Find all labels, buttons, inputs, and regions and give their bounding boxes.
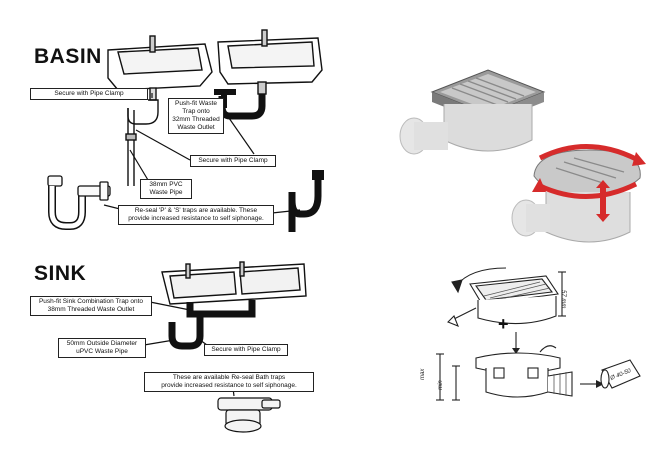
callout-upvc-pipe: 50mm Outside Diameter uPVC Waste Pipe <box>58 338 146 358</box>
sink-trap <box>168 300 256 350</box>
basin-heading: BASIN <box>34 45 102 68</box>
callout-pushfit-trap: Push-fit Waste Trap onto 32mm Threaded W… <box>168 98 224 134</box>
black-s-trap <box>218 94 266 120</box>
dim-max-label: max <box>420 368 426 380</box>
basin-left-illustration <box>107 35 213 186</box>
pipe-end-drawing <box>600 359 641 389</box>
dim-height-label: 57 mm <box>560 290 566 309</box>
callout-reseal-traps: Re-seal 'P' & 'S' traps are available. T… <box>118 205 274 225</box>
sink-illustration <box>161 261 307 305</box>
callout-sink-combination-trap: Push-fit Sink Combination Trap onto 38mm… <box>30 296 152 316</box>
floor-drain-line-drawing <box>447 267 566 327</box>
floor-drain-top <box>399 69 546 155</box>
callout-pvc-pipe: 38mm PVC Waste Pipe <box>140 179 192 199</box>
basin-right-illustration <box>217 29 323 95</box>
p-trap-white <box>47 175 111 230</box>
callout-bath-traps: These are available Re-seal Bath traps p… <box>144 372 314 392</box>
dim-min-label: min <box>438 380 444 390</box>
sink-heading: SINK <box>34 262 87 285</box>
bath-trap <box>217 397 281 433</box>
callout-basin-pipe-clamp-mid: Secure with Pipe Clamp <box>190 155 276 167</box>
svg-text:+: + <box>498 314 509 334</box>
black-p-trap <box>288 178 322 232</box>
callout-basin-pipe-clamp-top: Secure with Pipe Clamp <box>30 88 148 100</box>
floor-drain-rotating <box>511 144 646 243</box>
callout-sink-pipe-clamp: Secure with Pipe Clamp <box>204 344 288 356</box>
floor-drain-base-line <box>436 345 596 401</box>
